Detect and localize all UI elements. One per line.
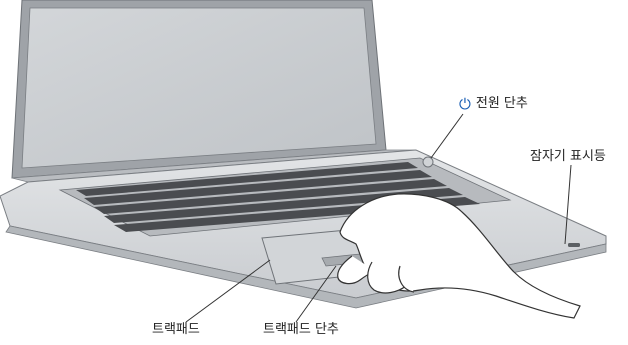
power-icon: ⏻	[459, 96, 471, 112]
trackpad-button-label: 트랙패드 단추	[263, 322, 339, 338]
power-button-label: 전원 단추	[476, 96, 528, 112]
display-lid	[12, 0, 386, 178]
trackpad-label: 트랙패드	[152, 322, 200, 338]
sleep-indicator-light	[568, 243, 580, 247]
power-button	[423, 157, 433, 167]
sleep-indicator-label: 잠자기 표시등	[530, 149, 606, 165]
power-button-callout: ⏻ 전원 단추	[459, 96, 528, 112]
